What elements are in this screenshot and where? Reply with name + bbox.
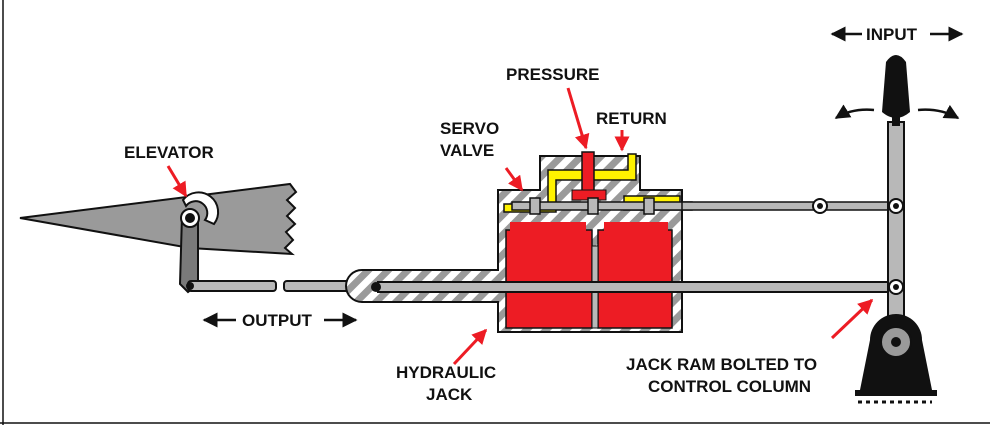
input-label: INPUT [866,25,918,44]
elevator-surface [19,182,298,256]
jack-ram-leader-arrow [830,298,874,340]
servo-valve-label-line2: VALVE [440,141,494,160]
elevator-leader-arrow [166,165,188,198]
pressure-chamber-left [505,229,593,329]
return-label: RETURN [596,109,667,128]
elevator-hinge-collar [181,191,220,226]
control-column [887,121,905,333]
control-stick-neck [892,112,900,126]
control-stick-grip [882,55,910,118]
hydraulic-jack-label-line2: JACK [426,385,473,404]
stick-arc-arrow-right [917,104,960,120]
output-rod-left [187,280,277,292]
jack-port-left [510,222,586,232]
elevator-label: ELEVATOR [124,143,214,162]
servo-valve-label-line1: SERVO [440,119,499,138]
jack-port-right [604,222,668,232]
pressure-label: PRESSURE [506,65,600,84]
spool-land-2 [587,197,599,215]
input-link-rod [681,201,895,211]
elevator-hinge-center [185,213,195,223]
column-lower-joint-center [893,284,899,290]
hydraulic-jack-label-line1: HYDRAULIC [396,363,496,382]
column-base-plate [855,390,937,396]
pressure-leader-arrow [566,87,590,150]
pressure-chamber-right [597,229,673,329]
jack-ram-label-line2: CONTROL COLUMN [648,377,811,396]
input-link-joint-center [817,203,823,209]
jack-rod-end [371,282,381,292]
output-rod-pivot [186,282,194,290]
jack-ram-label-line1: JACK RAM BOLTED TO [626,355,817,374]
column-base-pivot-center [891,337,901,347]
jack-piston-rod [377,281,895,293]
spool-land-1 [529,197,541,215]
spool-land-3 [643,197,655,215]
hydraulic-jack-leader-arrow [452,328,488,366]
column-upper-joint-center [893,203,899,209]
output-label: OUTPUT [242,311,313,330]
servo-valve-leader-arrow [504,167,524,192]
stick-arc-arrow-left [834,104,875,120]
